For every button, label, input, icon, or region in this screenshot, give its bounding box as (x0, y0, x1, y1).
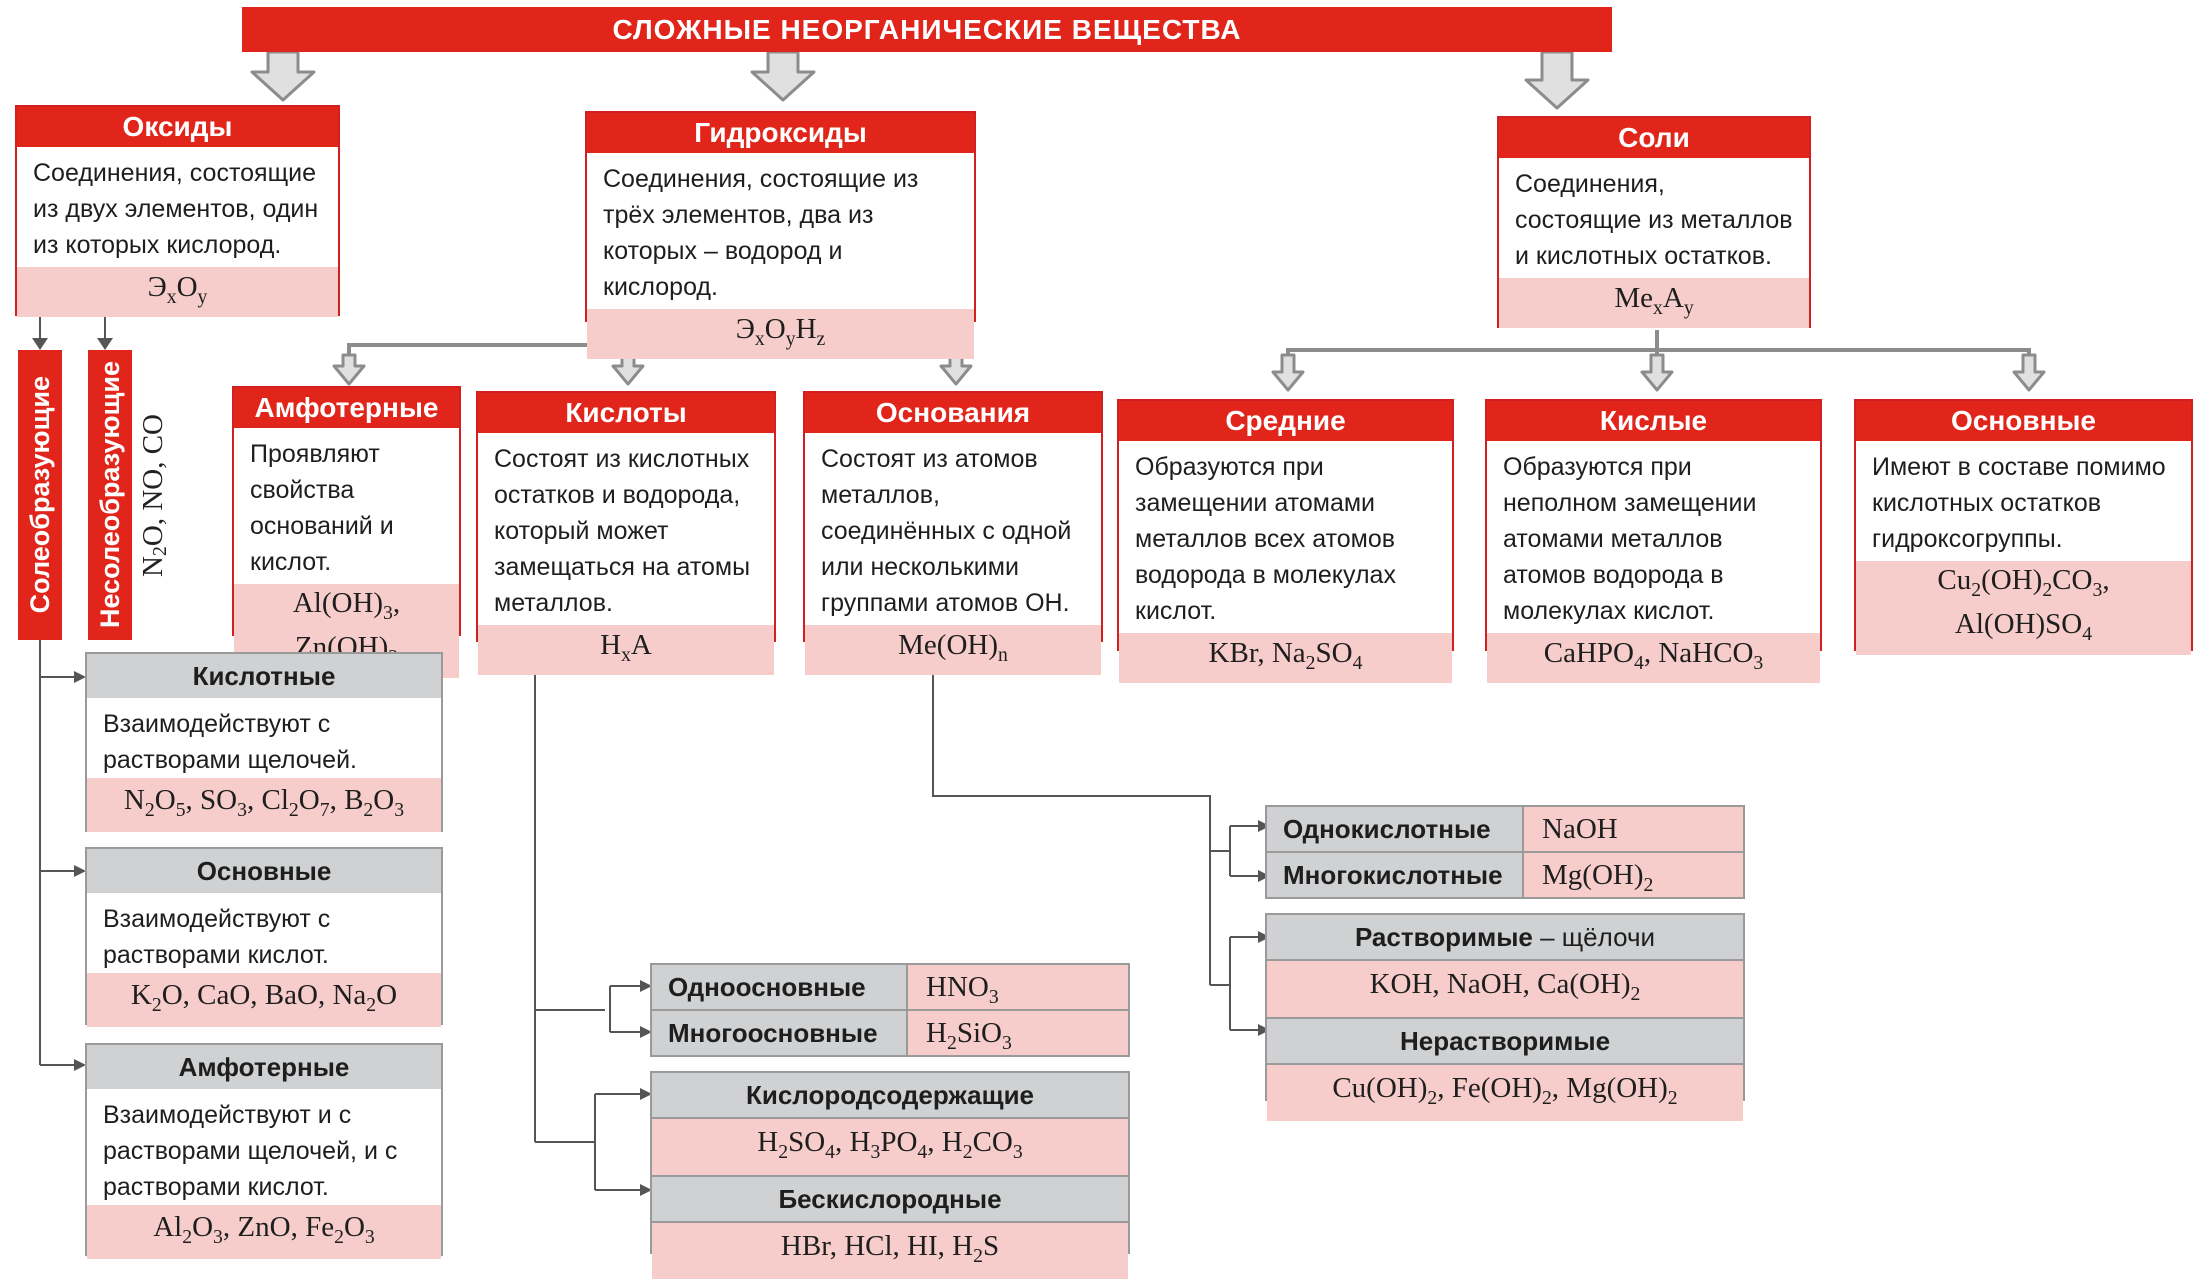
table-row: Однокислотные NaOH (1267, 807, 1743, 853)
basic-salts-title: Основные (1856, 401, 2191, 441)
acids-description: Состоят из кислотных остатков и водорода… (494, 445, 751, 617)
non-salt-forming-examples: N2O, NO, CO (132, 350, 176, 640)
soluble-bases-label: Растворимые – щёлочи (1267, 915, 1743, 961)
polybasic-example: H2SiO3 (908, 1011, 1128, 1055)
monoacidic-label: Однокислотные (1267, 807, 1524, 851)
basic-oxides-examples: K2O, CaO, BaO, Na2O (87, 973, 441, 1027)
arrow-to-middle-salts-icon (1271, 353, 1305, 392)
diagram-title: СЛОЖНЫЕ НЕОРГАНИЧЕСКИЕ ВЕЩЕСТВА (242, 7, 1612, 52)
acids-card: Кислоты Состоят из кислотных остатков и … (476, 391, 776, 675)
basic-salts-formula: Cu2(OH)2CO3,Al(OH)SO4 (1856, 561, 2191, 655)
salts-card: Соли Соединения, состоящие из металлов и… (1497, 116, 1811, 328)
bases-formula: Me(OH)n (805, 625, 1101, 675)
salts-formula: MexAy (1499, 278, 1809, 328)
acid-salts-card: Кислые Образуются при неполном замещении… (1485, 399, 1822, 683)
salt-forming-label: Солеобразующие (18, 350, 62, 640)
hydroxides-title: Гидроксиды (587, 113, 974, 153)
arrow-to-basic-salts-icon (2012, 353, 2046, 392)
arrow-to-hydroxides-icon (750, 50, 816, 102)
acidic-oxides-examples: N2O5, SO3, Cl2O7, B2O3 (87, 778, 441, 832)
acidic-oxides-card: Кислотные Взаимодействуют с растворами щ… (85, 652, 443, 832)
bases-title: Основания (805, 393, 1101, 433)
arrow-to-bases-icon (939, 353, 973, 386)
arrow-to-oxides-icon (250, 50, 316, 102)
basic-oxides-card: Основные Взаимодействуют с растворами ки… (85, 847, 443, 1027)
acidic-oxides-description: Взаимодействуют с растворами щелочей. (103, 710, 357, 774)
table-row: Многокислотные Mg(OH)2 (1267, 853, 1743, 897)
bases-card: Основания Состоят из атомов металлов, со… (803, 391, 1103, 675)
monobasic-example: HNO3 (908, 965, 1128, 1009)
middle-salts-title: Средние (1119, 401, 1452, 441)
arrow-to-salts-icon (1524, 50, 1590, 110)
acid-salts-title: Кислые (1487, 401, 1820, 441)
oxygen-containing-examples: H2SO4, H3PO4, H2CO3 (652, 1119, 1128, 1177)
table-row: Одноосновные HNO3 (652, 965, 1128, 1011)
polyacidic-example: Mg(OH)2 (1524, 853, 1743, 897)
acid-salts-formula: CaHPO4, NaHCO3 (1487, 633, 1820, 683)
non-salt-forming-label: Несолеобразующие (88, 350, 132, 640)
acidic-oxides-title: Кислотные (87, 654, 441, 698)
oxides-title: Оксиды (17, 107, 338, 147)
amphoteric-oxides-description: Взаимодействуют и с растворами щелочей, … (103, 1101, 398, 1201)
hydroxides-formula: ЭxOyHz (587, 309, 974, 359)
amphoteric-oxides-examples: Al2O3, ZnO, Fe2O3 (87, 1205, 441, 1259)
salts-description: Соединения, состоящие из металлов и кисл… (1515, 170, 1793, 270)
middle-salts-formula: KBr, Na2SO4 (1119, 633, 1452, 683)
oxides-description: Соединения, состоящие из двух элементов,… (33, 159, 319, 259)
basic-oxides-description: Взаимодействуют с растворами кислот. (103, 905, 331, 969)
monoacidic-example: NaOH (1524, 807, 1743, 851)
amphoteric-oxides-card: Амфотерные Взаимодействуют и с растворам… (85, 1043, 443, 1259)
insoluble-bases-label: Нерастворимые (1267, 1018, 1743, 1065)
oxygen-free-examples: HBr, HCl, HI, H2S (652, 1222, 1128, 1279)
soluble-bases-examples: KOH, NaOH, Ca(OH)2 (1267, 961, 1743, 1019)
monobasic-label: Одноосновные (652, 965, 908, 1009)
basic-oxides-title: Основные (87, 849, 441, 893)
acids-title: Кислоты (478, 393, 774, 433)
amphoteric-oxides-title: Амфотерные (87, 1045, 441, 1089)
polyacidic-label: Многокислотные (1267, 853, 1524, 897)
arrow-to-amphoteric-icon (332, 353, 366, 386)
amphoteric-hydroxides-card: Амфотерные Проявляют свойства оснований … (232, 386, 461, 678)
oxygen-free-label: Бескислородные (652, 1176, 1128, 1223)
insoluble-bases-examples: Cu(OH)2, Fe(OH)2, Mg(OH)2 (1267, 1064, 1743, 1121)
arrow-to-acid-salts-icon (1640, 353, 1674, 392)
acid-oxygen-table: Кислородсодержащие H2SO4, H3PO4, H2CO3 Б… (650, 1071, 1130, 1279)
acid-salts-description: Образуются при неполном замещении атомам… (1503, 453, 1757, 625)
oxides-formula: ЭxOy (17, 267, 338, 317)
amphoteric-hydroxides-title: Амфотерные (234, 388, 459, 428)
salts-title: Соли (1499, 118, 1809, 158)
basic-salts-card: Основные Имеют в составе помимо кислотны… (1854, 399, 2193, 655)
basic-salts-description: Имеют в составе помимо кислотных остатко… (1872, 453, 2166, 553)
hydroxides-card: Гидроксиды Соединения, состоящие из трёх… (585, 111, 976, 359)
middle-salts-description: Образуются при замещении атомами металло… (1135, 453, 1396, 625)
hydroxides-description: Соединения, состоящие из трёх элементов,… (603, 165, 919, 301)
base-acidity-table: Однокислотные NaOH Многокислотные Mg(OH)… (1265, 805, 1745, 899)
oxygen-containing-label: Кислородсодержащие (652, 1073, 1128, 1119)
base-solubility-table: Растворимые – щёлочи KOH, NaOH, Ca(OH)2 … (1265, 913, 1745, 1121)
acid-basicity-table: Одноосновные HNO3 Многоосновные H2SiO3 (650, 963, 1130, 1057)
polybasic-label: Многоосновные (652, 1011, 908, 1055)
middle-salts-card: Средние Образуются при замещении атомами… (1117, 399, 1454, 683)
bases-description: Состоят из атомов металлов, соединённых … (821, 445, 1072, 617)
oxides-card: Оксиды Соединения, состоящие из двух эле… (15, 105, 340, 317)
table-row: Многоосновные H2SiO3 (652, 1011, 1128, 1055)
amphoteric-hydroxides-description: Проявляют свойства оснований и кислот. (250, 440, 394, 576)
acids-formula: HxA (478, 625, 774, 675)
arrow-to-acids-icon (611, 353, 645, 386)
